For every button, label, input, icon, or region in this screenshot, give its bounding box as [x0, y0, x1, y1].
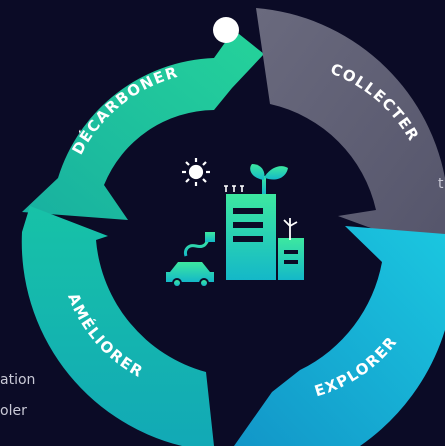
segment-end-dot [213, 17, 239, 43]
edge-text-fragment: oler [0, 403, 27, 419]
wind-turbines-icon [224, 185, 244, 192]
wind-turbine-icon [283, 218, 298, 240]
segment-ameliorer [21, 206, 214, 446]
segment-explorer [234, 226, 445, 446]
edge-text-fragment: ation [0, 372, 36, 388]
plug-icon [184, 232, 220, 257]
electric-car-icon [166, 262, 214, 288]
leaf-icon [250, 164, 288, 194]
segment-decarboner [22, 30, 264, 220]
factory-building-icon [226, 194, 304, 280]
edge-text-fragment: t [438, 176, 444, 192]
sun-icon [182, 158, 210, 186]
segment-collecter [256, 8, 445, 272]
